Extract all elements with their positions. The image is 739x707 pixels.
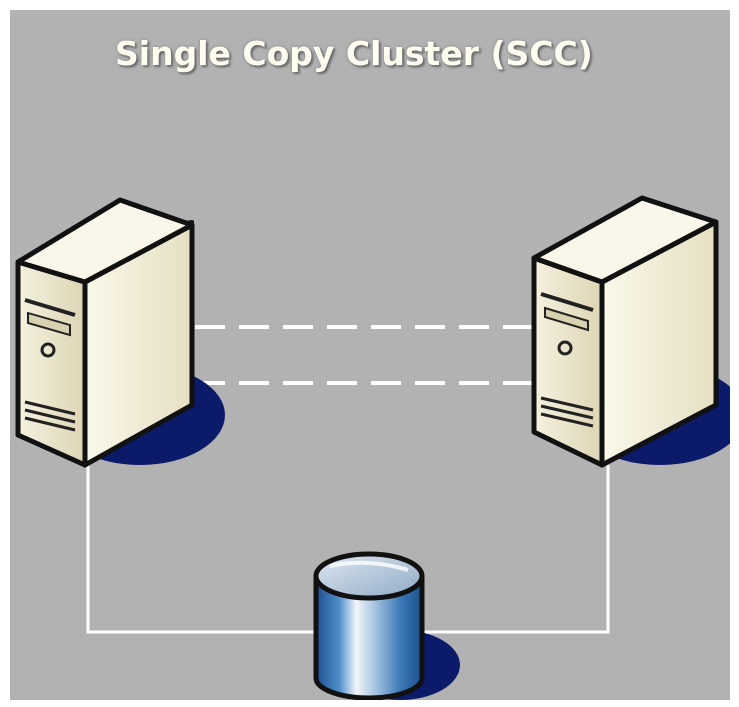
server-front-details [540,292,594,428]
diagram-title: Single Copy Cluster (SCC) [115,34,593,73]
storage-links [86,465,610,634]
heartbeat-links [195,325,540,385]
server-front-details [24,298,76,432]
storage-database [313,551,460,700]
storage-link-left [86,465,325,634]
storage-link-right [415,465,610,634]
diagram-canvas: Single Copy Cluster (SCC) [10,10,730,700]
server-right [531,195,730,468]
server-left [15,197,225,468]
diagram-svg [15,195,730,700]
